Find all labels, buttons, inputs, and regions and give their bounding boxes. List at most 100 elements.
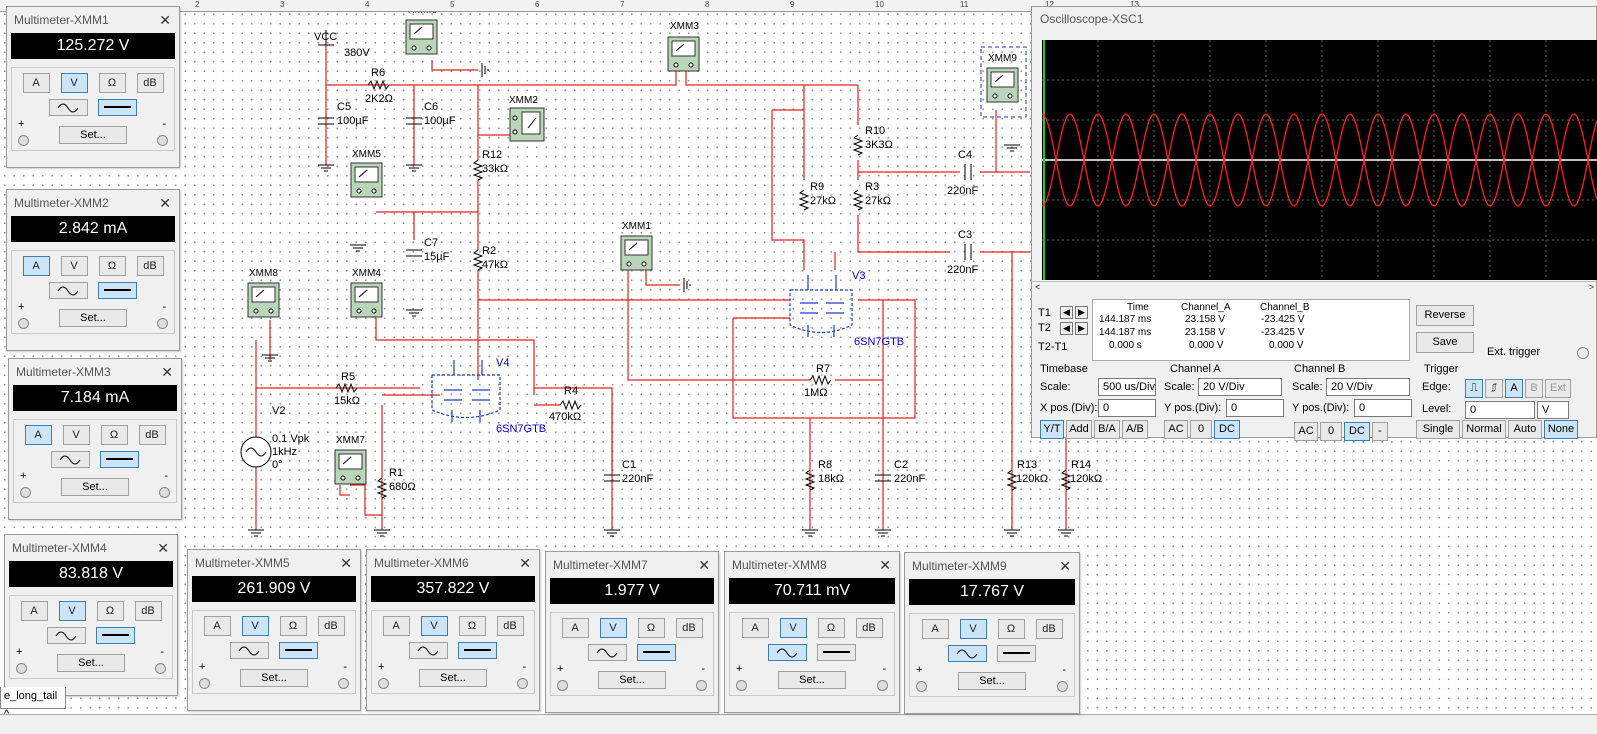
- dc-line-button[interactable]: [279, 642, 318, 659]
- ba-mode-button[interactable]: B/A: [1094, 420, 1120, 439]
- dc-line-button[interactable]: [98, 282, 137, 299]
- save-button[interactable]: Save: [1416, 332, 1474, 353]
- voltmeter-mode-button[interactable]: V: [62, 425, 90, 445]
- channel-b-scale-field[interactable]: 20 V/Div: [1326, 378, 1410, 396]
- close-icon[interactable]: ✕: [159, 12, 171, 28]
- ac-wave-button[interactable]: [409, 642, 448, 659]
- ohmmeter-mode-button[interactable]: Ω: [98, 256, 126, 276]
- set-button[interactable]: Set...: [778, 671, 846, 689]
- multimeter-xmm3-window[interactable]: Multimeter-XMM3✕ 7.184 mA A V Ω dB + - S…: [8, 358, 182, 520]
- channel-a-dc-button[interactable]: DC: [1214, 420, 1240, 439]
- channel-b-zero-button[interactable]: 0: [1320, 422, 1342, 441]
- positive-terminal-icon[interactable]: [16, 663, 27, 674]
- multimeter-xmm4-window[interactable]: Multimeter-XMM4✕ 83.818 V A V Ω dB + - S…: [4, 534, 178, 696]
- set-button[interactable]: Set...: [240, 669, 308, 687]
- ohmmeter-mode-button[interactable]: Ω: [817, 618, 845, 638]
- yt-mode-button[interactable]: Y/T: [1040, 420, 1064, 439]
- timebase-xpos-field[interactable]: 0: [1098, 399, 1156, 417]
- close-icon[interactable]: ✕: [157, 540, 169, 556]
- reverse-button[interactable]: Reverse: [1416, 305, 1474, 326]
- decibel-mode-button[interactable]: dB: [675, 618, 703, 638]
- voltmeter-mode-button[interactable]: V: [599, 618, 627, 638]
- channel-a-zero-button[interactable]: 0: [1190, 420, 1212, 439]
- close-icon[interactable]: ✕: [519, 555, 531, 571]
- ammeter-mode-button[interactable]: A: [382, 616, 410, 636]
- trigger-none-button[interactable]: None: [1544, 420, 1578, 439]
- channel-a-ac-button[interactable]: AC: [1164, 420, 1188, 439]
- negative-terminal-icon[interactable]: [157, 318, 168, 329]
- negative-terminal-icon[interactable]: [877, 680, 888, 691]
- decibel-mode-button[interactable]: dB: [855, 618, 883, 638]
- multimeter-xmm5-window[interactable]: Multimeter-XMM5✕ 261.909 V A V Ω dB + - …: [187, 549, 361, 711]
- set-button[interactable]: Set...: [59, 309, 127, 327]
- negative-terminal-icon[interactable]: [696, 680, 707, 691]
- ac-wave-button[interactable]: [51, 451, 90, 468]
- set-button[interactable]: Set...: [61, 478, 129, 496]
- set-button[interactable]: Set...: [57, 654, 125, 672]
- trigger-level-unit-select[interactable]: V: [1537, 401, 1569, 419]
- ohmmeter-mode-button[interactable]: Ω: [100, 425, 128, 445]
- ohmmeter-mode-button[interactable]: Ω: [98, 73, 126, 93]
- channel-b-dc-button[interactable]: DC: [1344, 422, 1370, 441]
- oscilloscope-window[interactable]: Oscilloscope-XSC1 < > T1 T2 T2-T1 ◀ ▶ ◀ …: [1031, 6, 1597, 441]
- positive-terminal-icon[interactable]: [18, 318, 29, 329]
- ohmmeter-mode-button[interactable]: Ω: [458, 616, 486, 636]
- decibel-mode-button[interactable]: dB: [317, 616, 345, 636]
- decibel-mode-button[interactable]: dB: [134, 601, 162, 621]
- design-tab[interactable]: e_long_tail ^: [0, 687, 66, 720]
- channel-b-invert-button[interactable]: -: [1372, 422, 1388, 441]
- multimeter-xmm7-window[interactable]: Multimeter-XMM7✕ 1.977 V A V Ω dB + - Se…: [545, 551, 719, 713]
- trigger-source-a-button[interactable]: A: [1505, 379, 1523, 398]
- ammeter-mode-button[interactable]: A: [24, 425, 52, 445]
- channel-b-ypos-field[interactable]: 0: [1354, 399, 1412, 417]
- ammeter-mode-button[interactable]: A: [22, 73, 50, 93]
- horizontal-scrollbar[interactable]: < >: [1032, 281, 1597, 293]
- dc-line-button[interactable]: [98, 99, 137, 116]
- ac-wave-button[interactable]: [49, 282, 88, 299]
- voltmeter-mode-button[interactable]: V: [241, 616, 269, 636]
- decibel-mode-button[interactable]: dB: [496, 616, 524, 636]
- decibel-mode-button[interactable]: dB: [136, 256, 164, 276]
- voltmeter-mode-button[interactable]: V: [60, 256, 88, 276]
- close-icon[interactable]: ✕: [161, 364, 173, 380]
- t1-left-arrow-icon[interactable]: ◀: [1060, 306, 1073, 319]
- trigger-auto-button[interactable]: Auto: [1508, 420, 1542, 439]
- dc-line-button[interactable]: [817, 644, 856, 661]
- multimeter-xmm6-window[interactable]: Multimeter-XMM6✕ 357.822 V A V Ω dB + - …: [366, 549, 540, 711]
- t2-right-arrow-icon[interactable]: ▶: [1075, 322, 1088, 335]
- ammeter-mode-button[interactable]: A: [22, 256, 50, 276]
- ac-wave-button[interactable]: [588, 644, 627, 661]
- voltmeter-mode-button[interactable]: V: [779, 618, 807, 638]
- voltmeter-mode-button[interactable]: V: [58, 601, 86, 621]
- multimeter-xmm1-window[interactable]: Multimeter-XMM1✕ 125.272 V A V Ω dB + - …: [6, 6, 180, 168]
- close-icon[interactable]: ✕: [698, 557, 710, 573]
- ext-trigger-terminal-icon[interactable]: [1577, 347, 1589, 359]
- positive-terminal-icon[interactable]: [20, 487, 31, 498]
- negative-terminal-icon[interactable]: [517, 678, 528, 689]
- channel-a-ypos-field[interactable]: 0: [1226, 399, 1284, 417]
- close-icon[interactable]: ✕: [340, 555, 352, 571]
- ammeter-mode-button[interactable]: A: [561, 618, 589, 638]
- dc-line-button[interactable]: [96, 627, 135, 644]
- ammeter-mode-button[interactable]: A: [203, 616, 231, 636]
- decibel-mode-button[interactable]: dB: [138, 425, 166, 445]
- ac-wave-button[interactable]: [230, 642, 269, 659]
- decibel-mode-button[interactable]: dB: [136, 73, 164, 93]
- close-icon[interactable]: ✕: [159, 195, 171, 211]
- ohmmeter-mode-button[interactable]: Ω: [96, 601, 124, 621]
- channel-a-scale-field[interactable]: 20 V/Div: [1198, 378, 1282, 396]
- positive-terminal-icon[interactable]: [916, 681, 927, 692]
- multimeter-xmm9-window[interactable]: Multimeter-XMM9✕ 17.767 V A V Ω dB + - S…: [904, 552, 1080, 714]
- oscilloscope-screen[interactable]: [1041, 40, 1597, 280]
- trigger-single-button[interactable]: Single: [1416, 420, 1460, 439]
- voltmeter-mode-button[interactable]: V: [60, 73, 88, 93]
- voltmeter-mode-button[interactable]: V: [959, 619, 987, 639]
- close-icon[interactable]: ✕: [879, 557, 891, 573]
- set-button[interactable]: Set...: [419, 669, 487, 687]
- ac-wave-button[interactable]: [768, 644, 807, 661]
- timebase-scale-field[interactable]: 500 us/Div: [1098, 378, 1156, 396]
- positive-terminal-icon[interactable]: [18, 135, 29, 146]
- scroll-left-icon[interactable]: <: [1035, 282, 1041, 292]
- set-button[interactable]: Set...: [958, 672, 1026, 690]
- voltmeter-mode-button[interactable]: V: [420, 616, 448, 636]
